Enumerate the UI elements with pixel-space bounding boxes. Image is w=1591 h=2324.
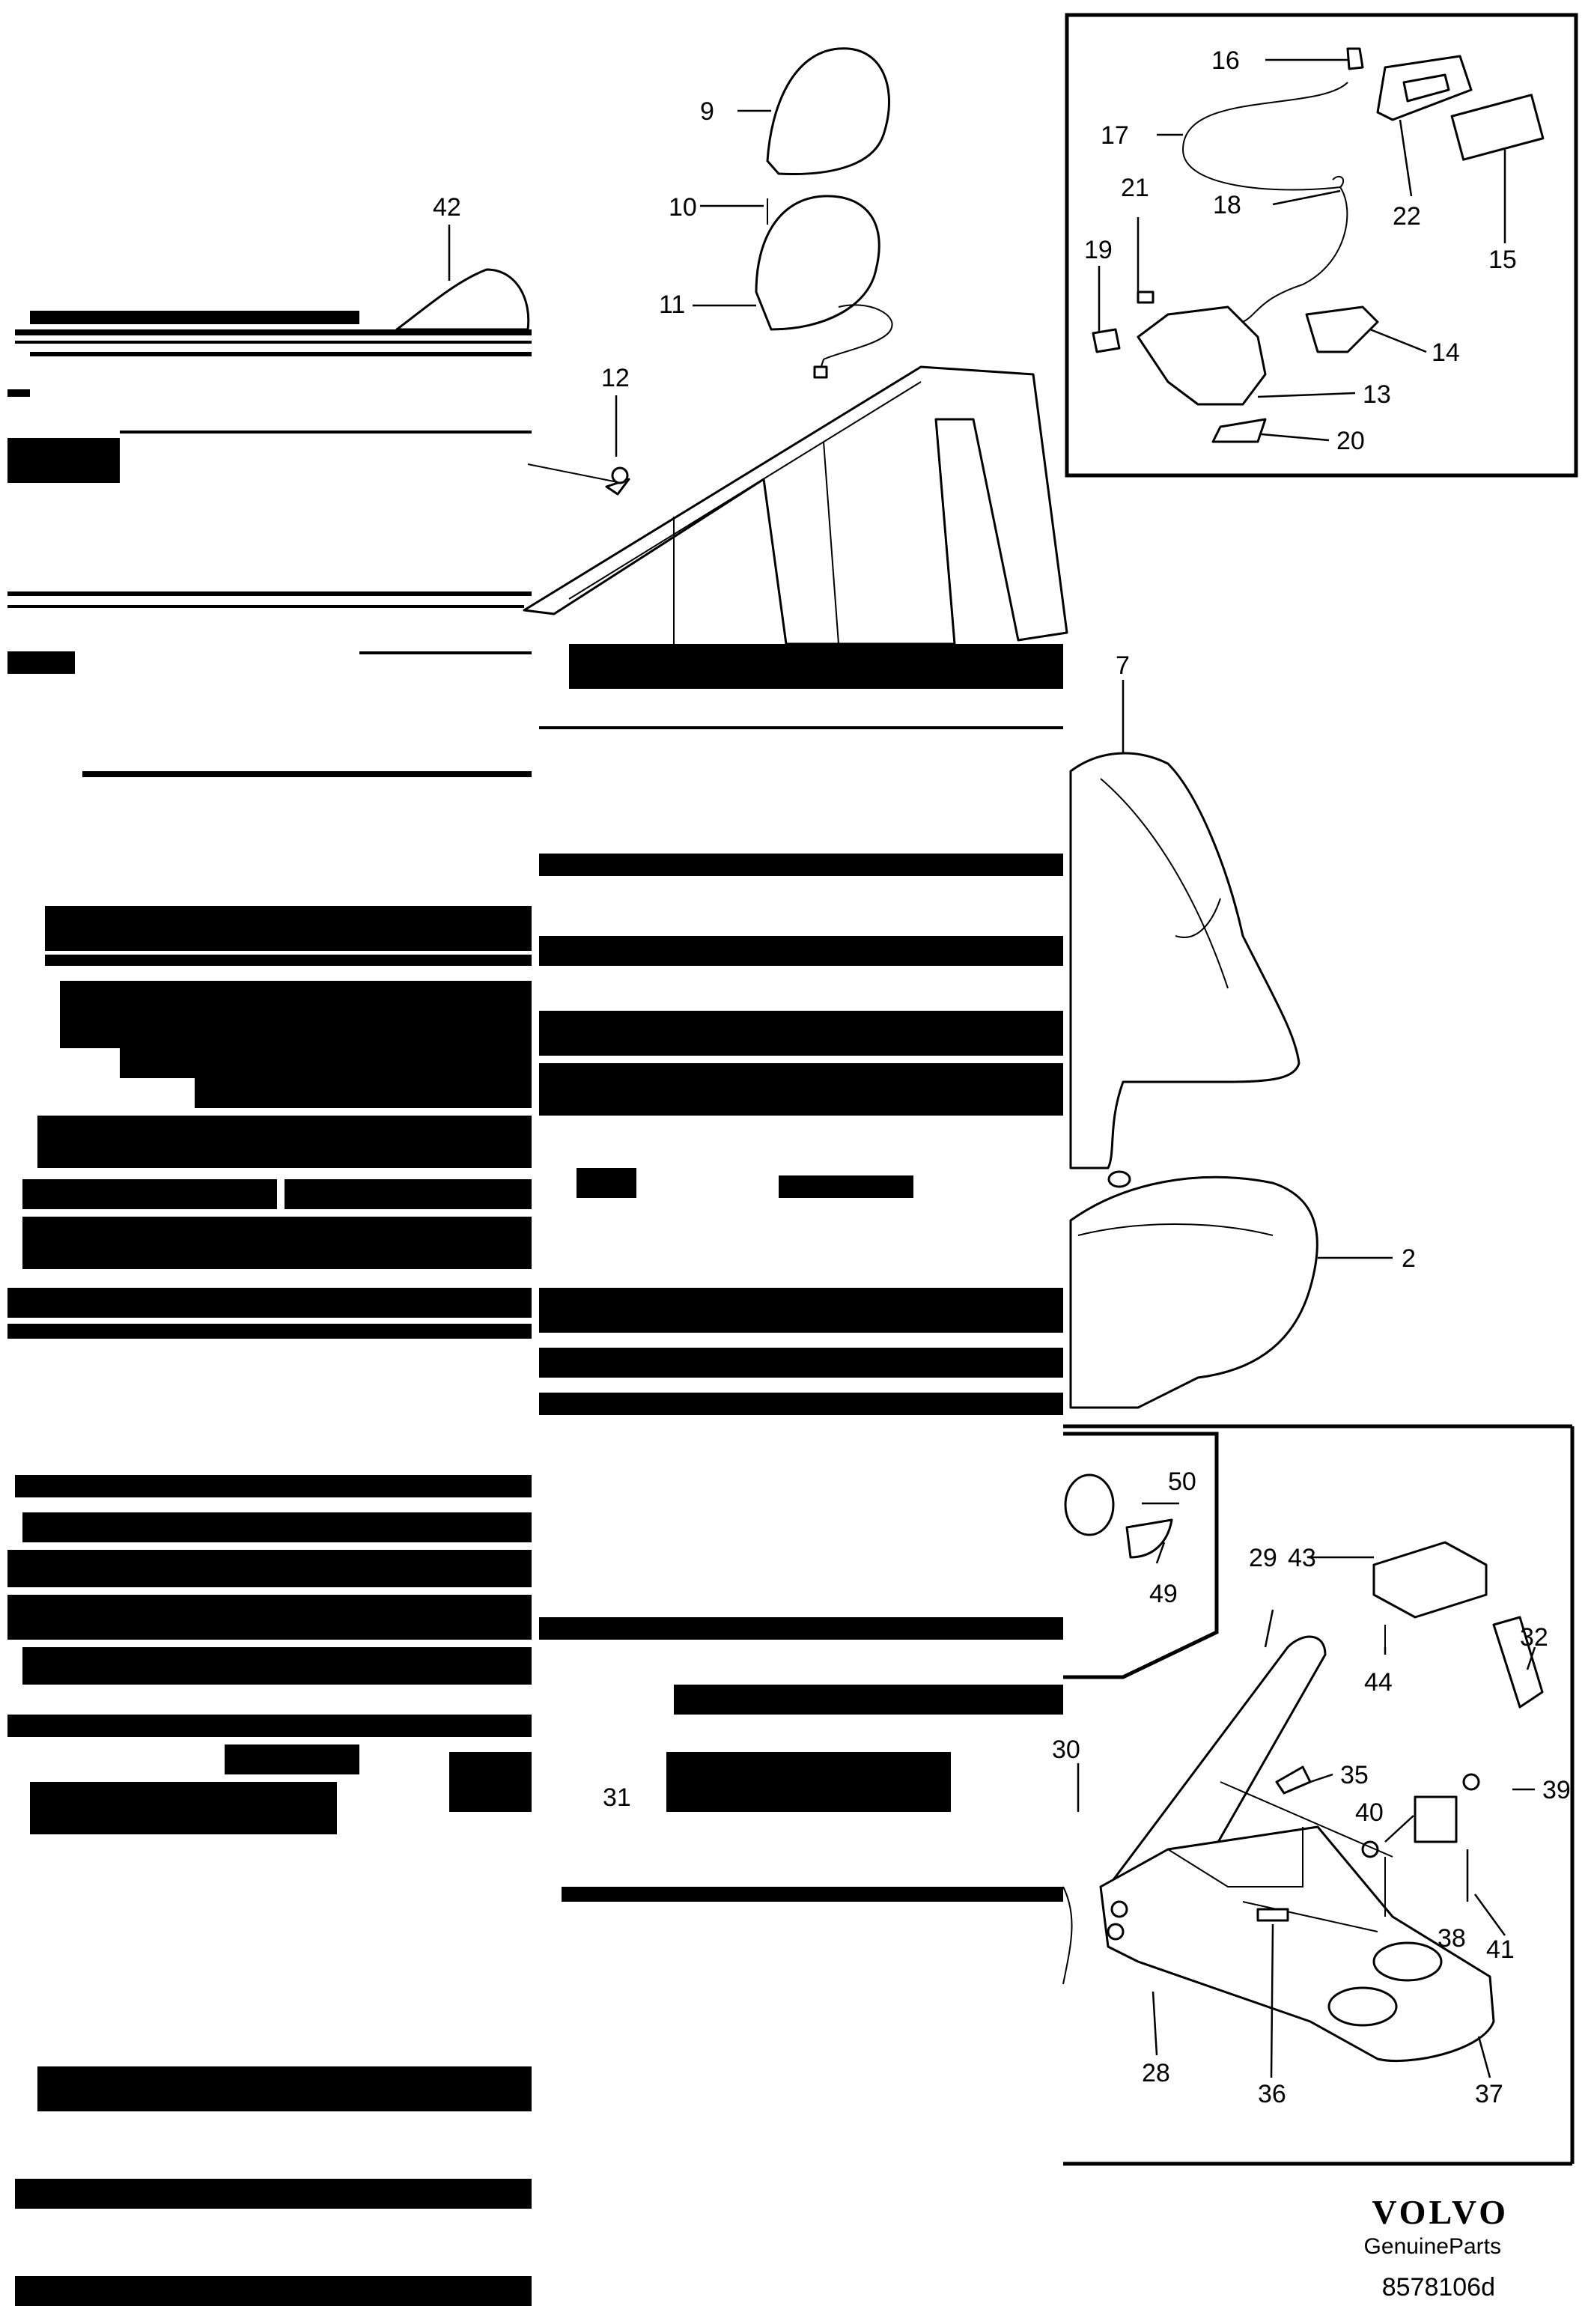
callout-7: 7	[1116, 651, 1130, 680]
callout-43: 43	[1288, 1544, 1316, 1572]
callout-labels: 9 10 11 42 12 7 2 16 17 18 21 19 22 15 1…	[433, 46, 1571, 2108]
callout-16: 16	[1211, 46, 1240, 75]
callout-44: 44	[1364, 1668, 1393, 1697]
headrest-part-9	[766, 47, 890, 175]
callout-31: 31	[603, 1783, 631, 1812]
callout-9: 9	[700, 97, 714, 126]
callout-14: 14	[1432, 338, 1460, 367]
armrest-console	[1062, 1473, 1544, 2062]
volvo-logo: VOLVO	[1372, 2193, 1509, 2231]
brand-subtitle: GenuineParts	[1363, 2234, 1501, 2259]
scan-artifact-middle	[539, 644, 1063, 1902]
leader-lines	[448, 58, 1536, 2078]
callout-18: 18	[1213, 191, 1241, 219]
callout-32: 32	[1520, 1623, 1548, 1652]
trim-cover-part-42	[395, 268, 530, 331]
diagram-code: 8578106d	[1381, 2273, 1495, 2302]
seat-cushion-part-2	[1069, 1170, 1318, 1409]
inset-frame-lower	[1063, 1424, 1575, 2166]
callout-39: 39	[1542, 1776, 1571, 1804]
callout-40: 40	[1355, 1798, 1384, 1827]
callout-21: 21	[1121, 174, 1149, 202]
callout-29: 29	[1249, 1544, 1277, 1572]
callout-13: 13	[1363, 380, 1391, 409]
callout-35: 35	[1340, 1761, 1369, 1789]
callout-17: 17	[1101, 121, 1129, 150]
callout-36: 36	[1258, 2080, 1286, 2108]
inset-frame-upper	[1065, 13, 1578, 478]
callout-10: 10	[669, 193, 697, 222]
seat-frame-part-12	[523, 365, 1068, 645]
callout-38: 38	[1438, 1924, 1466, 1953]
callout-30: 30	[1052, 1736, 1080, 1764]
headrest-part-11	[755, 195, 893, 379]
callout-12: 12	[601, 364, 630, 392]
callout-22: 22	[1393, 202, 1421, 231]
latch-assembly	[1092, 47, 1545, 443]
callout-49: 49	[1149, 1580, 1178, 1608]
callout-37: 37	[1475, 2080, 1503, 2108]
callout-28: 28	[1142, 2059, 1170, 2087]
scan-artifact-left	[7, 311, 532, 2306]
backrest-part-7	[1069, 752, 1301, 1169]
callout-20: 20	[1336, 427, 1365, 455]
callout-19: 19	[1084, 236, 1113, 264]
callout-2: 2	[1402, 1244, 1416, 1273]
callout-41: 41	[1486, 1935, 1515, 1964]
callout-50: 50	[1168, 1467, 1196, 1496]
callout-42: 42	[433, 193, 461, 222]
callout-15: 15	[1488, 246, 1517, 274]
callout-11: 11	[659, 290, 685, 319]
